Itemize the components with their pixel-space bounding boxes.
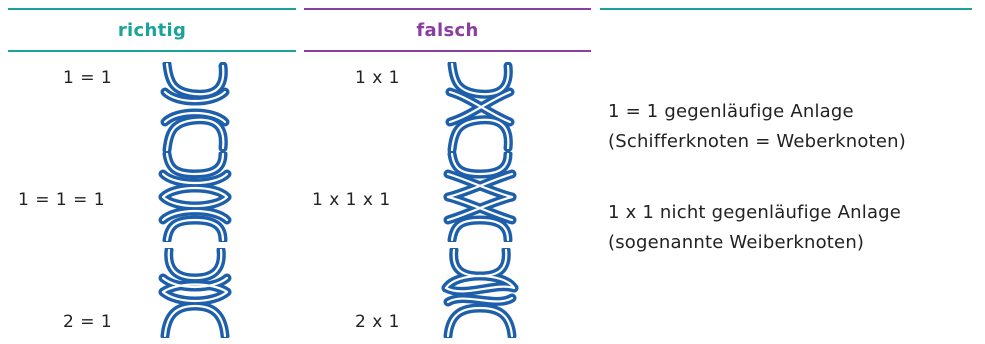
wrong-label-1: 1 x 1	[355, 68, 400, 88]
header-right: richtig	[117, 20, 187, 41]
note-wrong-line1: 1 x 1 nicht gegenläufige Anlage	[608, 202, 902, 223]
top-rule-right	[8, 8, 296, 10]
wrong-label-2: 1 x 1 x 1	[312, 190, 391, 210]
right-label-2: 1 = 1 = 1	[18, 190, 106, 210]
header-rule-right	[8, 50, 296, 52]
top-rule-wrong	[304, 8, 591, 10]
header-wrong: falsch	[416, 20, 479, 41]
granny-1x1-icon	[445, 62, 515, 152]
note-block-wrong: 1 x 1 nicht gegenläufige Anlage (sogenan…	[608, 198, 901, 258]
sheet-bend-1-1-1-icon	[158, 152, 232, 242]
sheet-bend-2-1-icon	[158, 248, 232, 338]
note-right-line2: (Schifferknoten = Weberknoten)	[608, 131, 906, 152]
granny-2x1-icon	[441, 248, 519, 338]
right-label-3: 2 = 1	[63, 312, 113, 332]
right-label-1: 1 = 1	[63, 68, 113, 88]
note-wrong-line2: (sogenannte Weiberknoten)	[608, 232, 865, 253]
wrong-label-3: 2 x 1	[355, 312, 400, 332]
header-rule-wrong	[304, 50, 591, 52]
note-block-right: 1 = 1 gegenläufige Anlage (Schifferknote…	[608, 97, 906, 157]
note-right-line1: 1 = 1 gegenläufige Anlage	[608, 101, 854, 122]
sheet-bend-1-1-icon	[160, 62, 230, 152]
top-rule-notes	[600, 8, 972, 10]
granny-1x1x1-icon	[443, 152, 517, 242]
